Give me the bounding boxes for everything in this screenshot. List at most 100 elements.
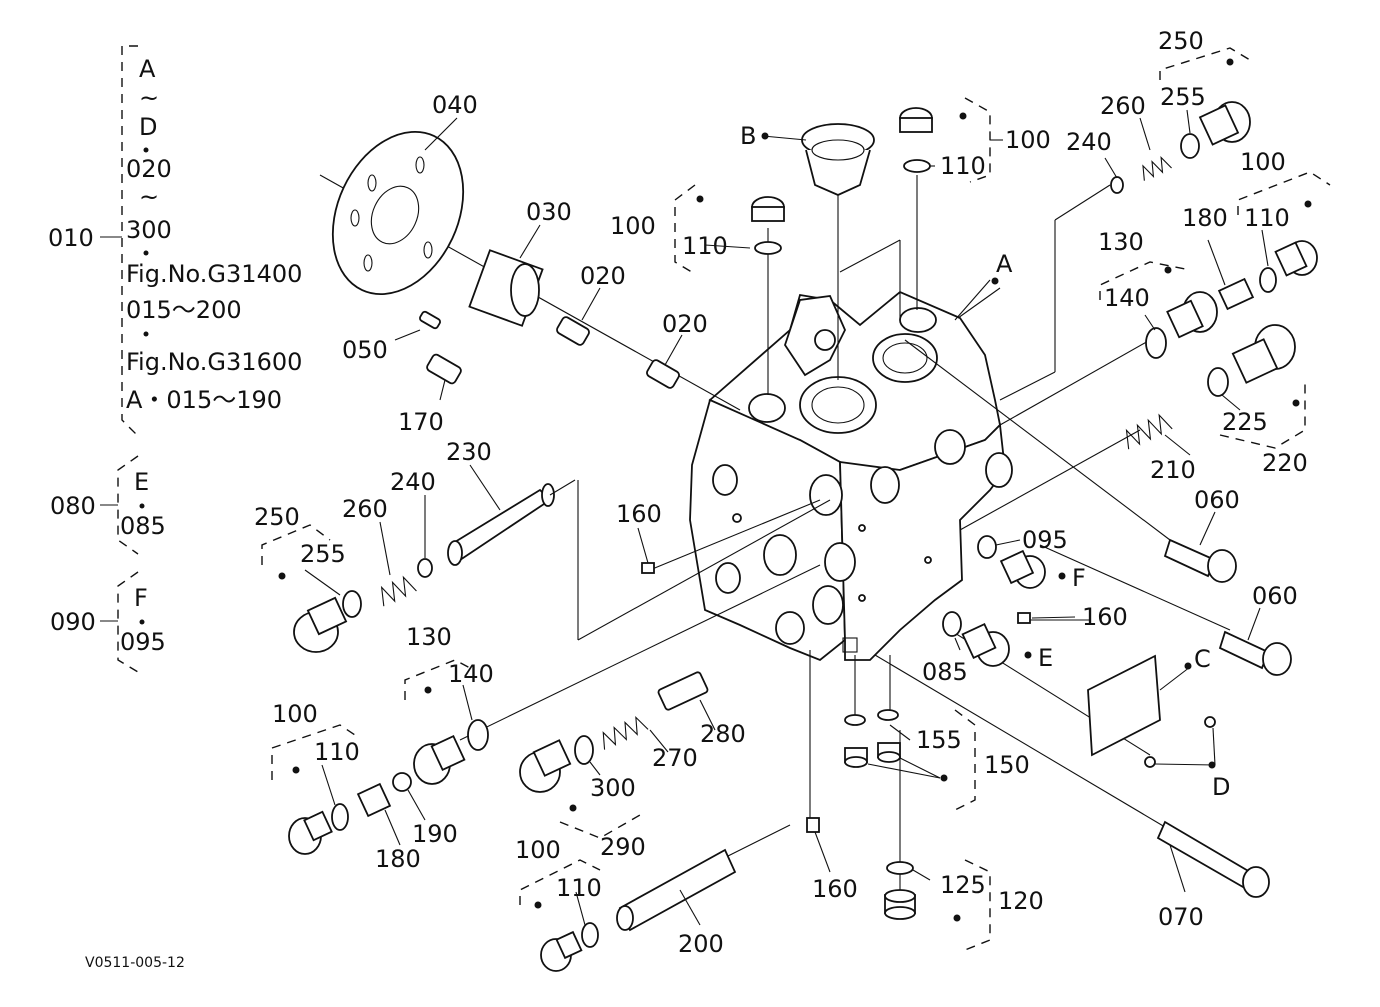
reference-code: V0511-005-12 [85,955,185,971]
part-110-oring [331,803,349,831]
port-right-c [985,452,1013,488]
legend-dot [139,503,145,509]
part-170-pin [426,353,462,385]
axis-line [999,339,1151,426]
legend-line: F [134,584,148,612]
callout-085: 085 [922,658,968,686]
callout-255: 255 [300,540,346,568]
callout-270: 270 [652,744,698,772]
legend-group-010: 010 A ~ D 020 ~ 300 Fig.No.G31400 015～20… [48,45,302,437]
legend-line: A・015～190 [126,386,282,414]
bracket-250-right [1159,47,1251,80]
port-right-a [934,429,966,465]
port-left-g [715,562,741,594]
legend-line: 015～200 [126,296,242,324]
port-left-b [763,534,797,576]
part-125-oring [886,861,914,875]
bracket-100-bottom [519,859,601,905]
part-180-cylinder [1217,277,1255,311]
part-020-pin [556,316,590,346]
pin-hole [924,556,932,564]
part-160-plug [641,562,655,574]
part-B-fitting [801,123,875,196]
part-060-bolt [1163,538,1237,583]
pin-hole [858,524,866,532]
callout-260: 260 [1100,92,1146,120]
part-260-spring [1142,155,1172,181]
axis-line [1054,184,1111,221]
legend-dot [143,250,149,256]
part-110-oring [1259,267,1277,293]
axis-line [719,824,791,861]
callout-020: 020 [580,262,626,290]
callout-030: 030 [526,198,572,226]
part-140-oring [467,719,489,751]
callout-100: 100 [610,212,656,240]
callout-060: 060 [1252,582,1298,610]
callout-160: 160 [812,875,858,903]
axis-line [1039,544,1231,631]
axis-line [839,239,901,273]
part-D-rivet [1144,756,1156,768]
callout-120: 120 [998,887,1044,915]
part-280-sleeve [657,671,709,711]
part-180-cylinder [356,782,392,818]
callout-B: B [740,122,756,150]
callout-100: 100 [272,700,318,728]
legend-group-080: 080 E 085 [50,455,166,555]
part-160-plug [1017,612,1031,624]
port-left-a [809,474,843,516]
bracket-150 [954,709,976,811]
part-200-spool [616,848,737,932]
part-250-plug [1198,101,1251,146]
callout-180: 180 [1182,204,1228,232]
legend-line: A [139,55,156,83]
part-230-spool [447,479,576,566]
port-left-f [712,464,738,496]
part-255-oring [1180,133,1200,159]
legend-line: ~ [139,84,159,112]
legend-line: 095 [120,628,166,656]
legend-dot [143,147,149,153]
part-060-bolt [1218,630,1292,676]
axis-line [959,429,1141,531]
callout-240: 240 [1066,128,1112,156]
port-large [799,376,877,434]
callout-255: 255 [1160,83,1206,111]
bracket-100-left [271,724,356,780]
axis-line [459,564,821,741]
port-left-e [775,611,805,645]
part-290-plug [519,739,572,793]
part-300-oring [574,735,594,765]
callout-240: 240 [390,468,436,496]
part-085-oring [942,611,962,637]
part-110-oring [754,241,782,255]
legend-line: 085 [120,512,166,540]
body-mount-lug [784,295,846,377]
part-D-rivet [1204,716,1216,728]
part-100-plug [288,810,333,855]
callout-A: A [996,250,1013,278]
legend-line: 300 [126,216,172,244]
lug-hole [814,329,836,351]
legend-line: E [134,468,149,496]
callout-160: 160 [1082,603,1128,631]
callout-020: 020 [662,310,708,338]
part-F-plug [999,549,1046,589]
callout-D: D [1212,773,1230,801]
part-100-plug [899,107,933,133]
bracket-100-top-left [674,184,696,275]
part-270-spring [602,715,649,750]
part-100-plug [540,930,583,972]
callout-250: 250 [1158,27,1204,55]
part-225-oring [1207,367,1229,397]
callout-C: C [1194,645,1211,673]
pin-hole [732,513,742,523]
legend-line: Fig.No.G31400 [126,260,302,288]
bracket-220 [1219,380,1306,449]
callout-100: 100 [1240,148,1286,176]
port-small-left [748,393,786,423]
callout-170: 170 [398,408,444,436]
callout-110: 110 [314,738,360,766]
valve-body [689,290,1013,662]
